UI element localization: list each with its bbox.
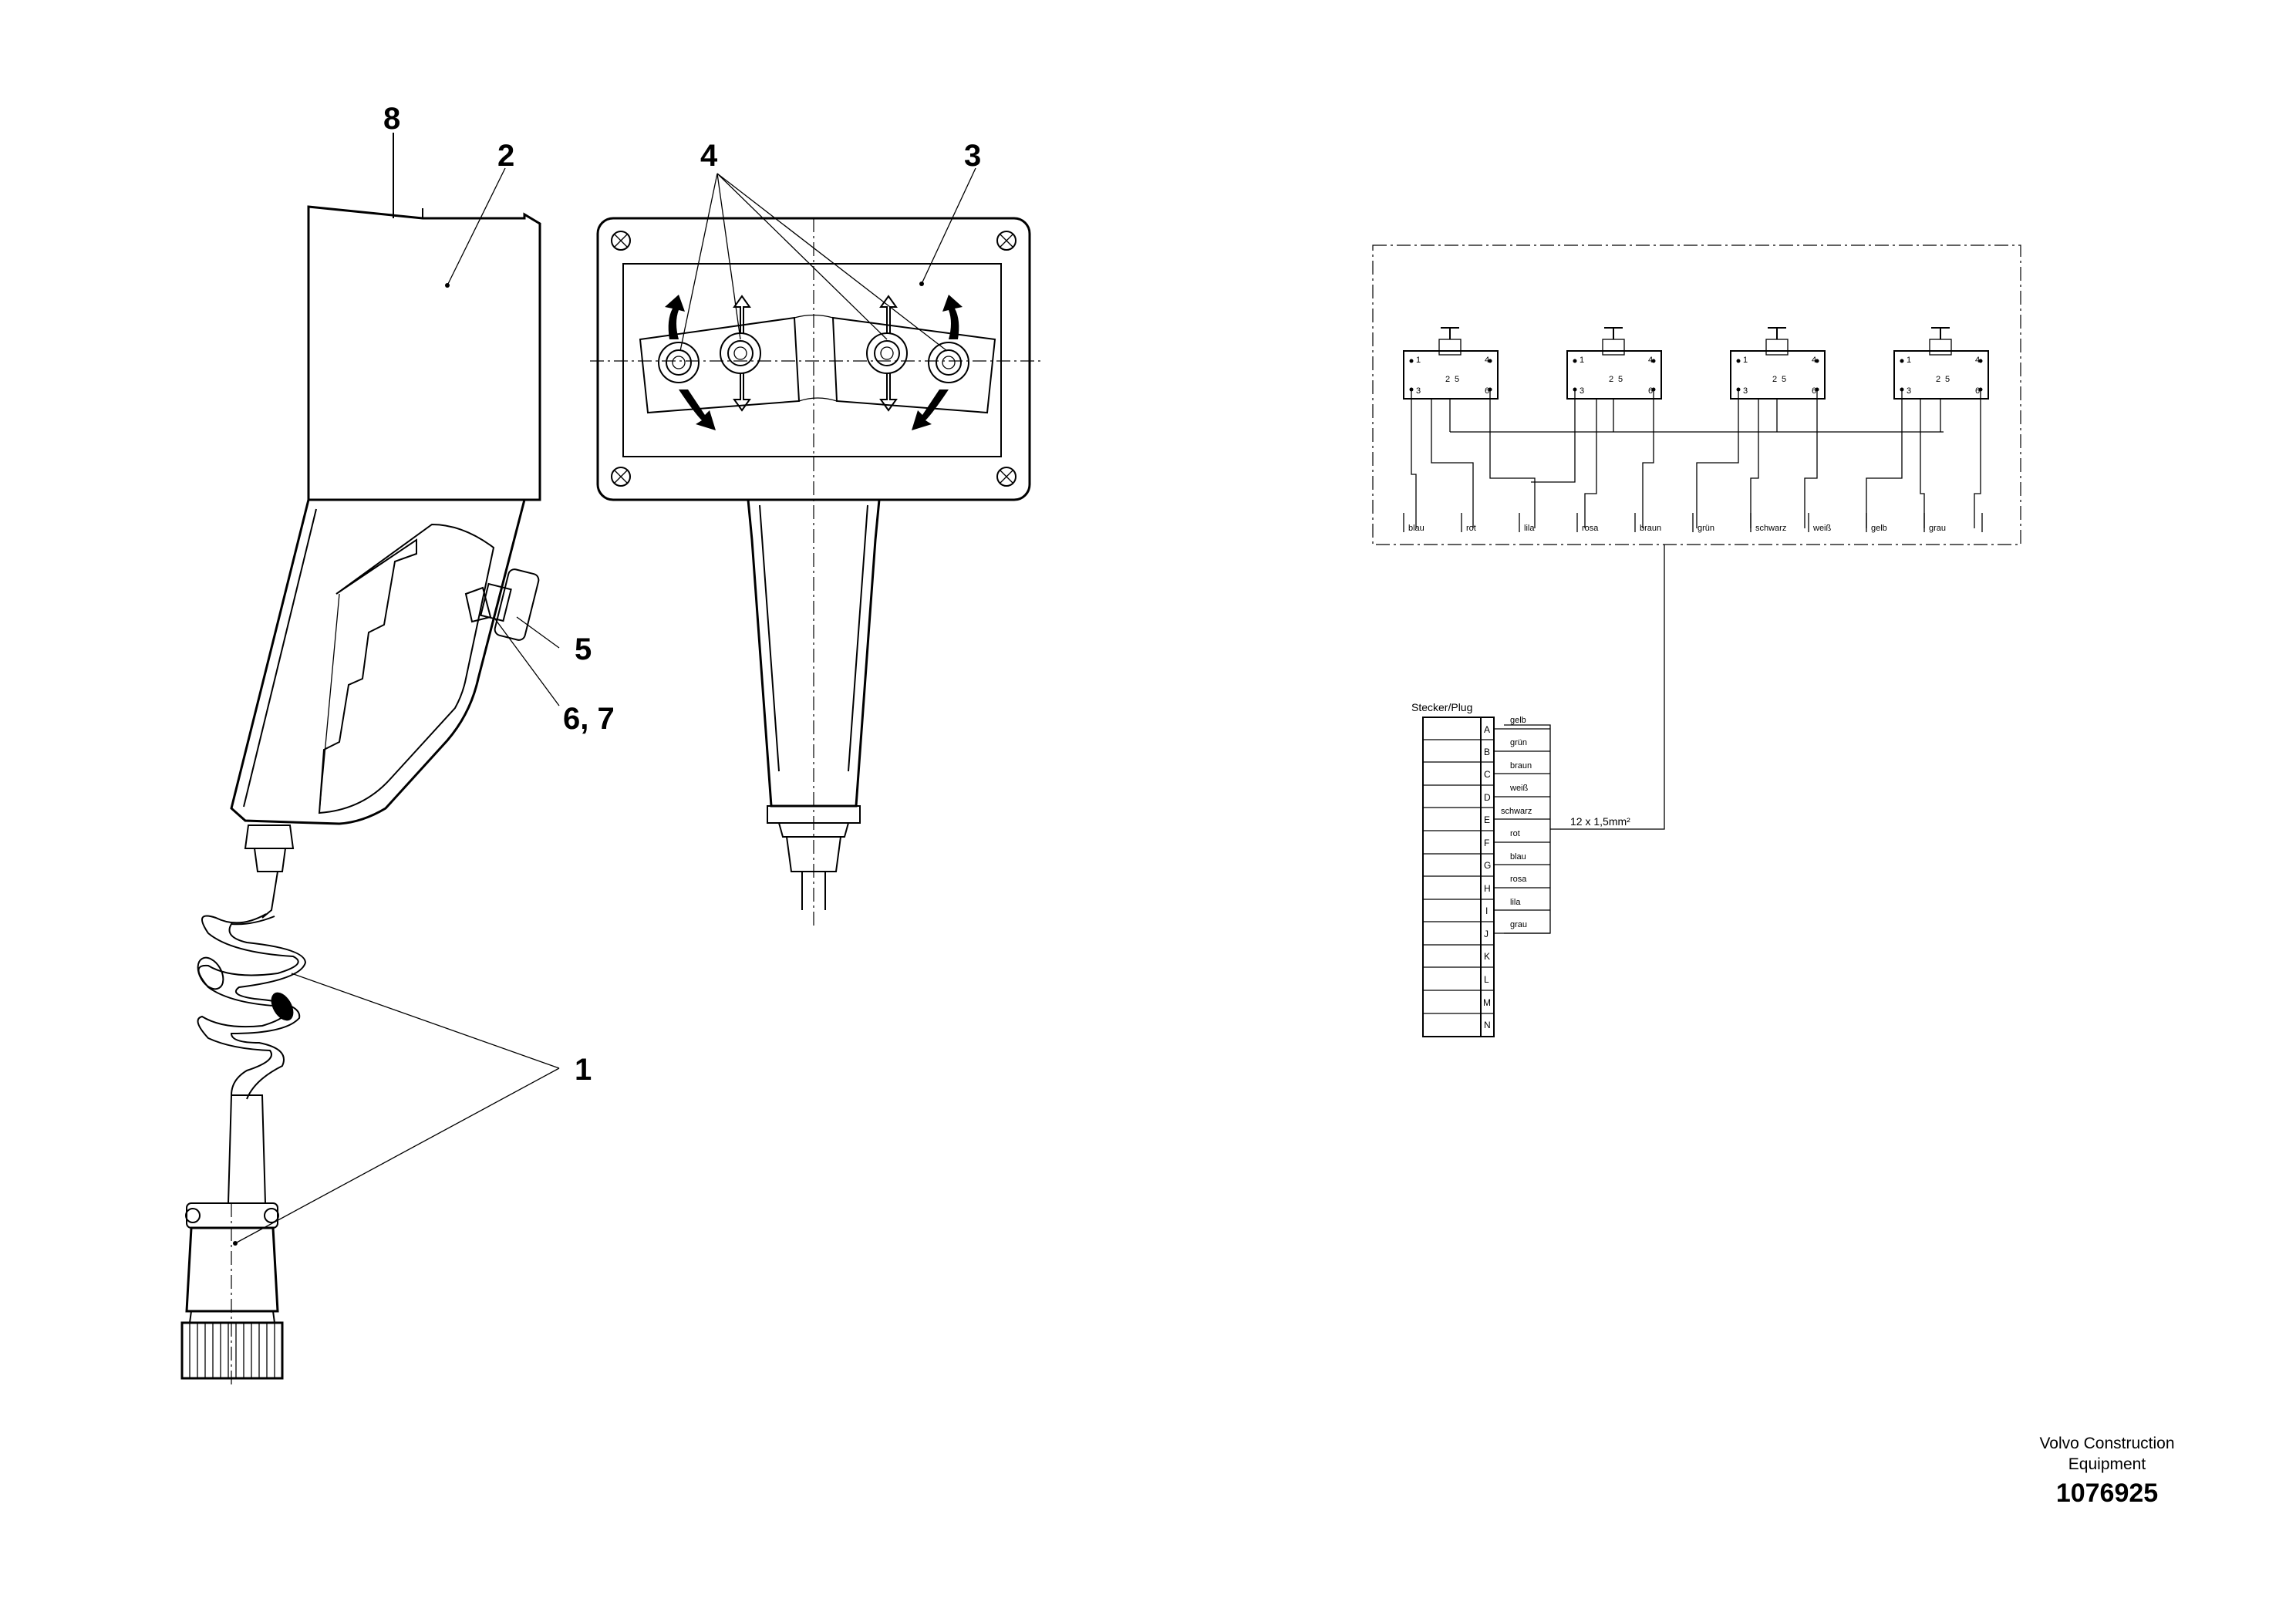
pin-color: braun bbox=[1510, 761, 1532, 771]
pin-label: G bbox=[1484, 860, 1491, 871]
pin-color: grün bbox=[1510, 738, 1527, 747]
contact-label: 5 bbox=[1945, 375, 1950, 384]
contact-label: 3 bbox=[1743, 386, 1748, 396]
contact-label: 3 bbox=[1907, 386, 1911, 396]
callout-8: 8 bbox=[383, 102, 400, 136]
remote-front-view bbox=[590, 217, 1041, 926]
contact-label: 2 bbox=[1609, 375, 1613, 384]
plug-title: Stecker/Plug bbox=[1411, 701, 1472, 713]
contact-label: 1 bbox=[1743, 356, 1748, 365]
pin-color: lila bbox=[1510, 898, 1521, 907]
pin-label: F bbox=[1484, 838, 1489, 848]
remote-side-view bbox=[180, 205, 541, 1388]
wire-label: rosa bbox=[1582, 524, 1599, 533]
wire-label: gelb bbox=[1871, 524, 1887, 533]
pin-label: E bbox=[1484, 814, 1490, 825]
switch-block-3: 1 4 2 5 3 6 bbox=[1730, 327, 1826, 400]
pin-label: B bbox=[1484, 747, 1490, 757]
pin-color: blau bbox=[1510, 852, 1526, 862]
switch-block-4: 1 4 2 5 3 6 bbox=[1893, 327, 1989, 400]
contact-label: 4 bbox=[1812, 356, 1816, 365]
wire-label: lila bbox=[1524, 524, 1535, 533]
plug-connector bbox=[180, 1094, 284, 1388]
switch-block-2: 1 4 2 5 3 6 bbox=[1566, 327, 1662, 400]
pin-color: weiß bbox=[1509, 784, 1529, 793]
pin-label: L bbox=[1484, 974, 1489, 985]
contact-label: 4 bbox=[1975, 356, 1980, 365]
footer: Volvo Construction Equipment 1076925 bbox=[2039, 1435, 2174, 1508]
switch-block-1: 1 4 2 5 3 6 bbox=[1403, 327, 1499, 400]
contact-label: 5 bbox=[1455, 375, 1459, 384]
pin-label: M bbox=[1483, 997, 1491, 1008]
contact-label: 6 bbox=[1975, 386, 1980, 396]
callout-6-7: 6, 7 bbox=[563, 702, 615, 736]
pin-label: A bbox=[1484, 724, 1490, 735]
coiled-cable bbox=[197, 913, 307, 1100]
wire-label: schwarz bbox=[1755, 524, 1786, 533]
direction-arrows bbox=[665, 295, 963, 430]
contact-label: 4 bbox=[1485, 356, 1489, 365]
contact-label: 1 bbox=[1580, 356, 1584, 365]
panel-screws bbox=[611, 231, 1017, 487]
pin-color: rot bbox=[1510, 829, 1520, 838]
contact-label: 2 bbox=[1772, 375, 1777, 384]
contact-label: 6 bbox=[1485, 386, 1489, 396]
callout-4: 4 bbox=[700, 139, 718, 173]
wire-label: braun bbox=[1640, 524, 1661, 533]
contact-label: 6 bbox=[1812, 386, 1816, 396]
company-line-1: Volvo Construction bbox=[2039, 1435, 2174, 1452]
wiring-schematic: 1 4 2 5 3 6 1 4 2 5 3 6 1 4 bbox=[1372, 244, 2021, 934]
contact-label: 1 bbox=[1416, 356, 1421, 365]
contact-label: 6 bbox=[1648, 386, 1653, 396]
wire-label: rot bbox=[1466, 524, 1476, 533]
contact-label: 2 bbox=[1445, 375, 1450, 384]
contact-label: 5 bbox=[1782, 375, 1786, 384]
pin-label: H bbox=[1484, 883, 1491, 894]
contact-label: 3 bbox=[1416, 386, 1421, 396]
pin-color: grau bbox=[1510, 920, 1527, 929]
contact-label: 5 bbox=[1618, 375, 1623, 384]
company-line-2: Equipment bbox=[2068, 1455, 2146, 1473]
pin-label: I bbox=[1485, 905, 1488, 916]
callouts: 8 2 4 3 5 6, 7 1 bbox=[383, 102, 981, 1087]
wire-label: grau bbox=[1929, 524, 1946, 533]
cable-spec: 12 x 1,5mm² bbox=[1570, 815, 1630, 828]
pin-label: C bbox=[1484, 769, 1491, 780]
pin-label: J bbox=[1484, 929, 1489, 939]
pin-color: schwarz bbox=[1501, 807, 1532, 816]
contact-label: 3 bbox=[1580, 386, 1584, 396]
wire-label: blau bbox=[1408, 524, 1424, 533]
leader-lines bbox=[233, 133, 976, 1246]
callout-5: 5 bbox=[575, 632, 592, 666]
callout-3: 3 bbox=[964, 139, 981, 173]
pin-color: gelb bbox=[1510, 716, 1526, 725]
pin-color: rosa bbox=[1510, 875, 1527, 884]
contact-label: 2 bbox=[1936, 375, 1940, 384]
contact-label: 4 bbox=[1648, 356, 1653, 365]
wire-label: grün bbox=[1698, 524, 1714, 533]
contact-label: 1 bbox=[1907, 356, 1911, 365]
pin-label: D bbox=[1484, 792, 1491, 803]
part-number: 1076925 bbox=[2056, 1479, 2158, 1508]
pin-label: K bbox=[1484, 951, 1490, 962]
pin-label: N bbox=[1484, 1020, 1491, 1030]
callout-2: 2 bbox=[497, 139, 514, 173]
wire-label: weiß bbox=[1812, 524, 1832, 533]
callout-1: 1 bbox=[575, 1053, 592, 1087]
plug-pin-table: Stecker/Plug A B C D E F G H I J K L M N bbox=[1411, 701, 1630, 1037]
